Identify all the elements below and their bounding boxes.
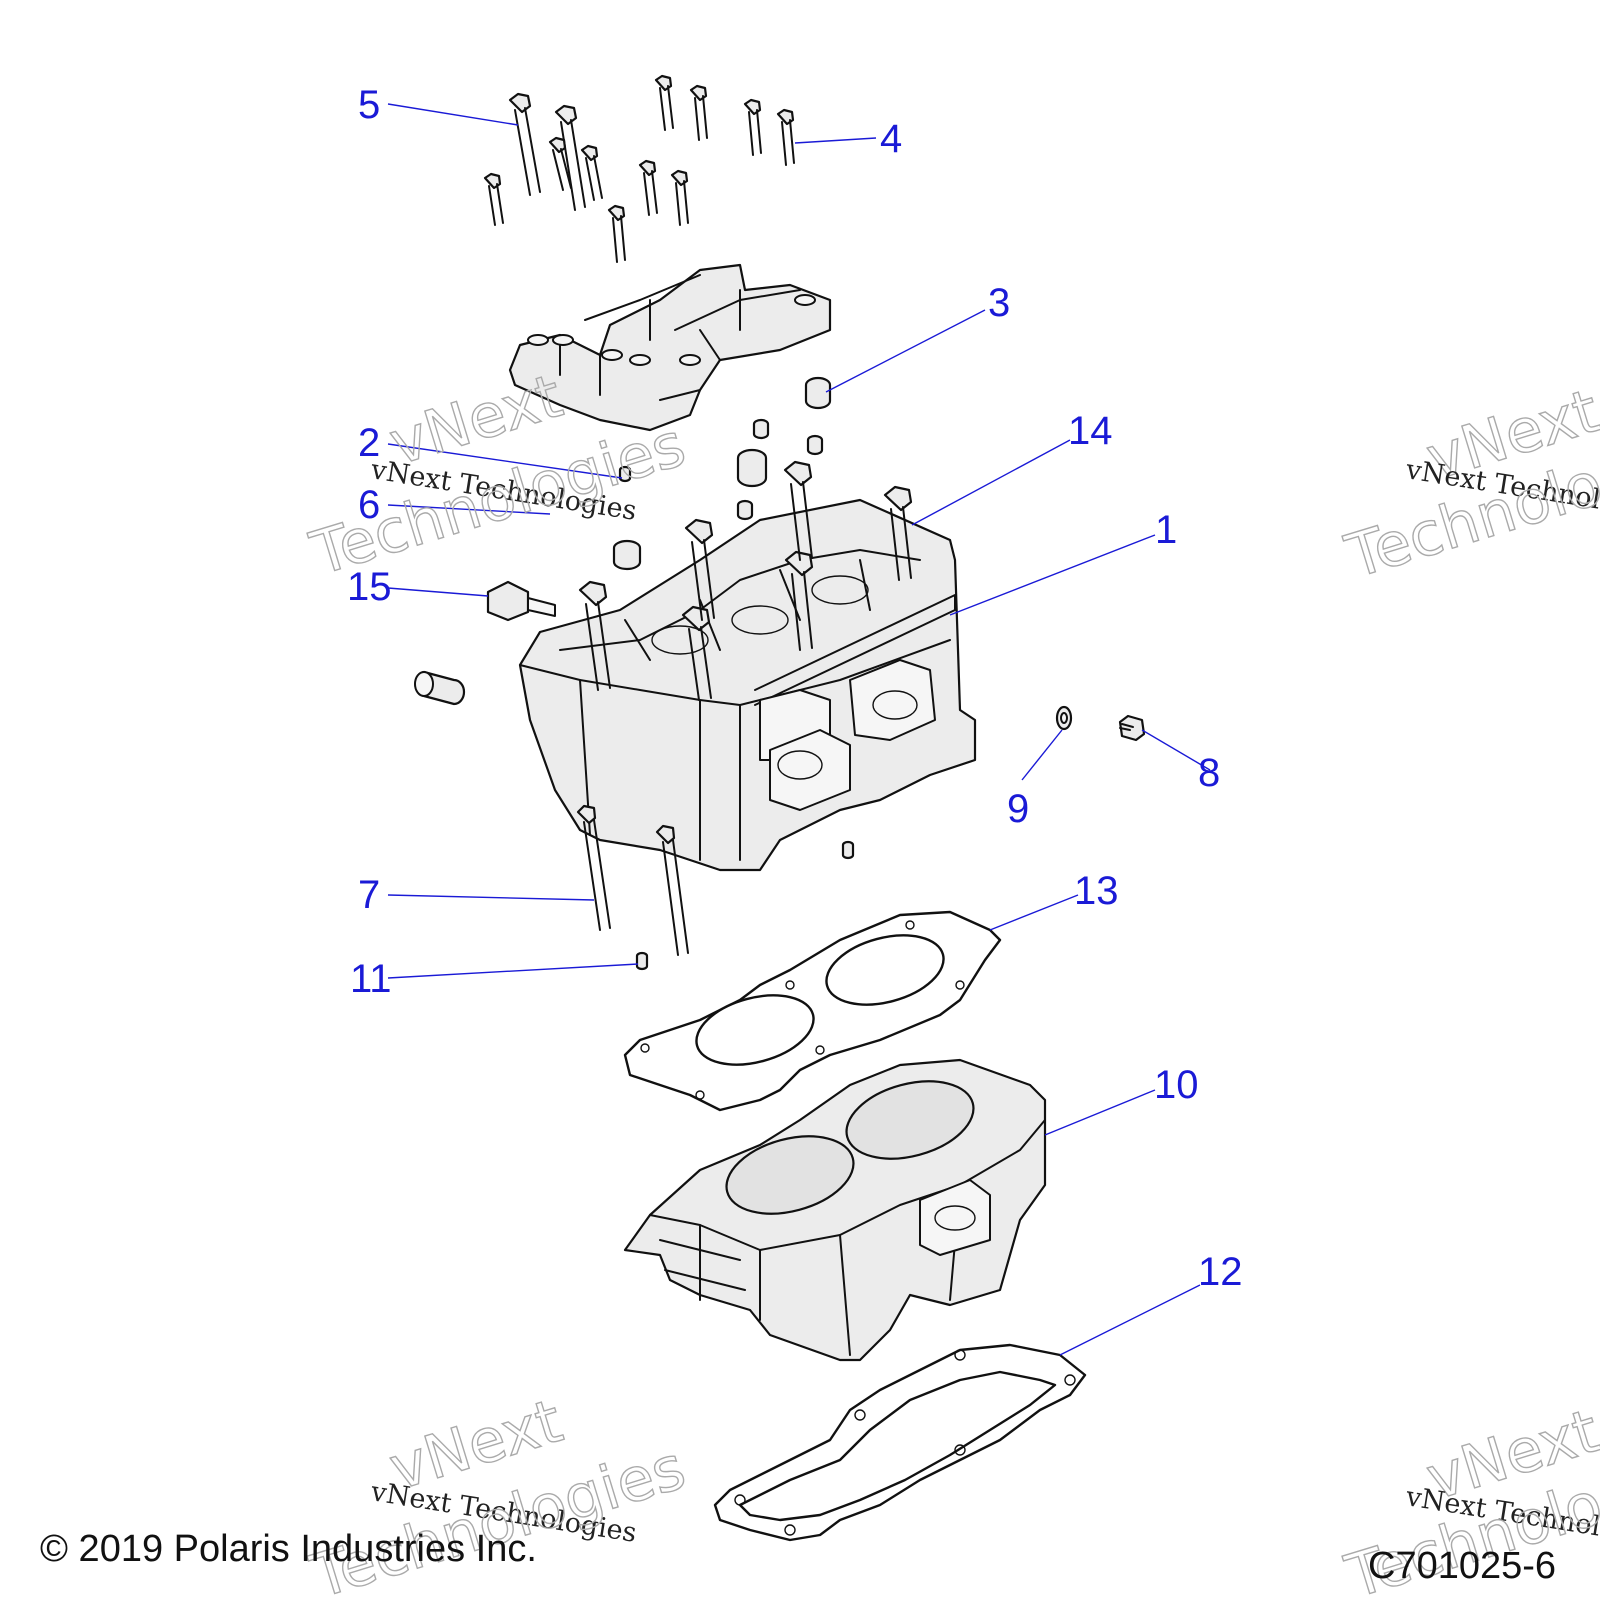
callout-15: 15 [347,565,392,609]
callout-8: 8 [1198,751,1220,795]
callout-2: 2 [358,421,380,465]
callout-13: 13 [1074,869,1119,913]
leader-lines [387,103,1211,1356]
callout-3: 3 [988,281,1010,325]
flange-bolt [1118,714,1146,742]
temperature-sensor [486,580,556,622]
sealing-washer [1055,705,1073,731]
figure-code: C701025-6 [1368,1545,1557,1587]
base-gasket [713,1343,1087,1542]
dowel-sleeves [612,376,855,971]
camshaft-cap-carrier [508,263,832,432]
head-bolts-long [578,460,913,701]
plug-cap [414,670,466,706]
callout-10: 10 [1154,1063,1199,1107]
studs [576,804,689,956]
callout-11: 11 [350,957,392,1001]
callout-1: 1 [1155,508,1177,552]
cylinder-block [623,1058,1047,1362]
head-gasket [623,910,1002,1112]
copyright-text: © 2019 Polaris Industries Inc. [40,1528,537,1570]
callout-6: 6 [358,483,380,527]
callout-12: 12 [1198,1250,1243,1294]
head-bolts-group [483,74,795,263]
callout-labels: 5 4 3 2 14 6 1 15 8 9 7 13 11 10 12 [347,83,1243,1294]
callout-4: 4 [880,117,902,161]
callout-14: 14 [1068,409,1113,453]
cylinder-head [518,498,977,872]
callout-5: 5 [358,83,380,127]
callout-9: 9 [1007,787,1029,831]
callout-7: 7 [358,873,380,917]
